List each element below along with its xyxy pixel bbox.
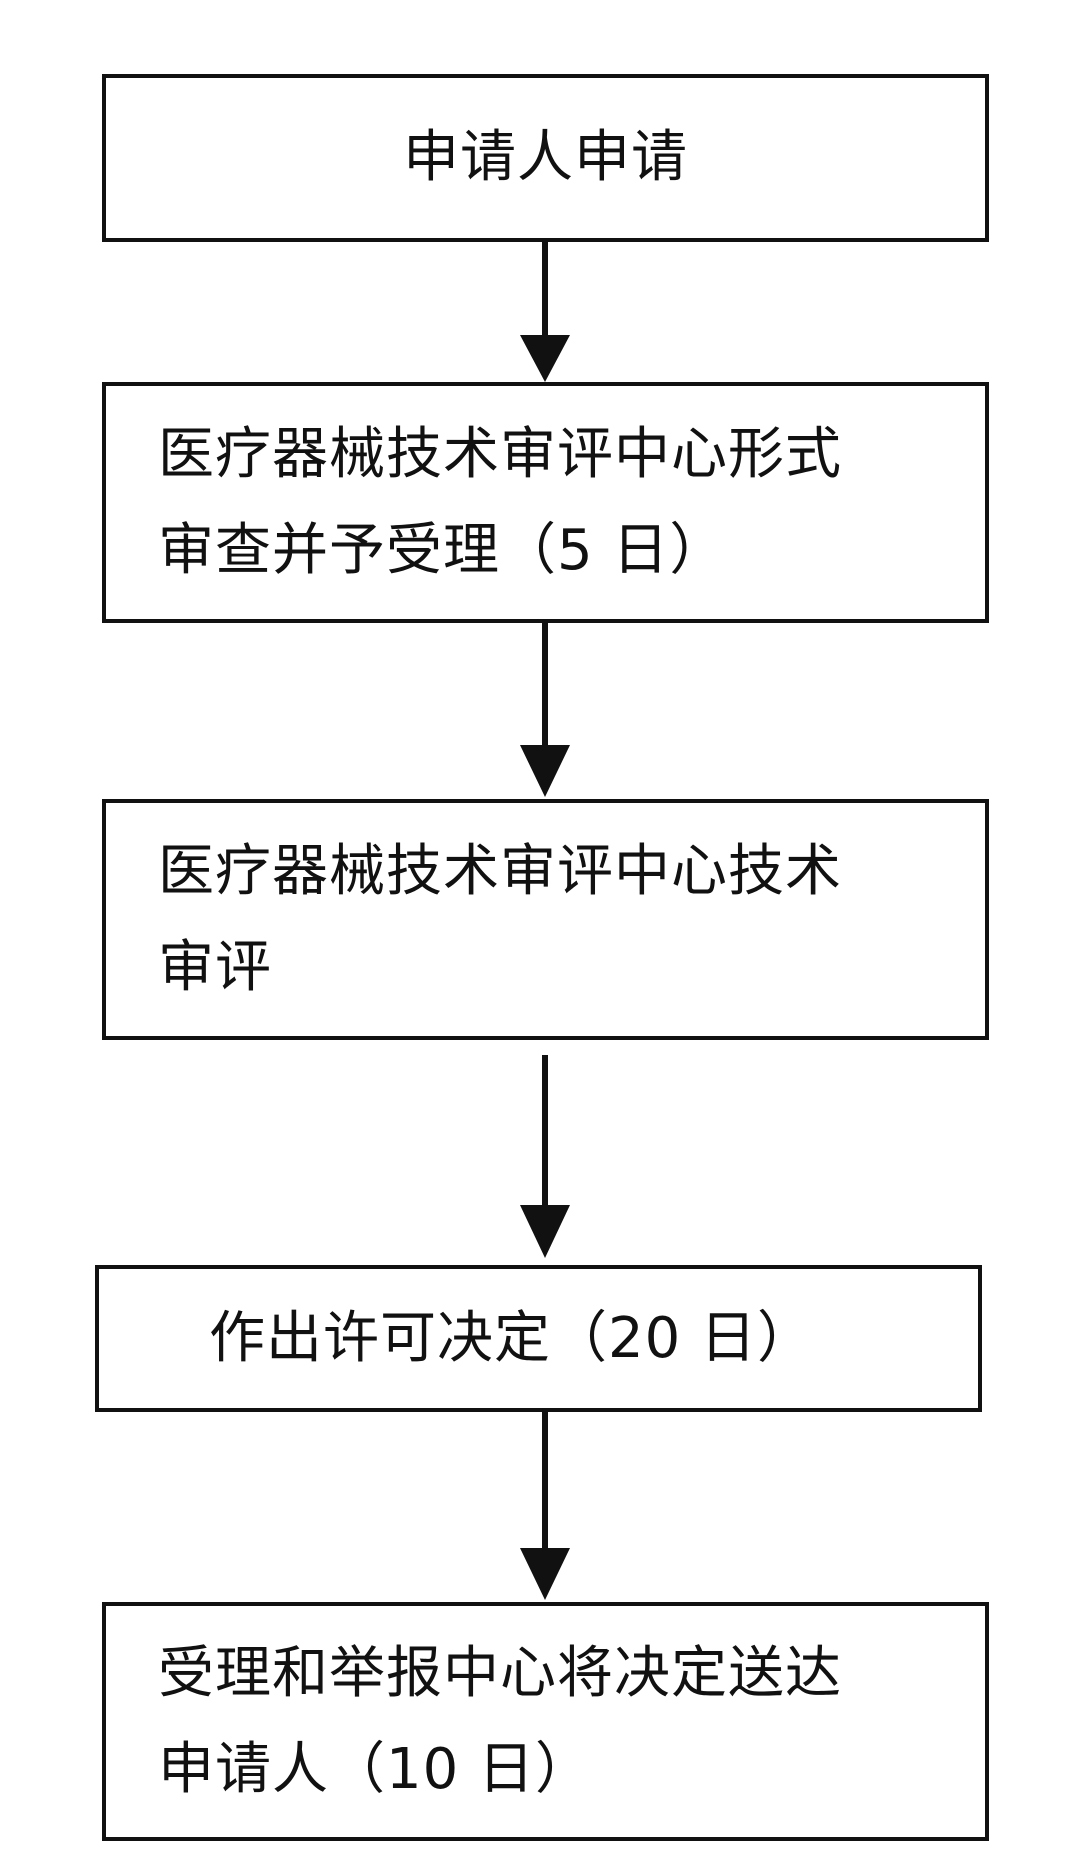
arrow-3-head (520, 1205, 570, 1258)
step-apply-label: 申请人申请 (403, 125, 688, 190)
arrow-4 (520, 1412, 570, 1600)
step-apply-box: 申请人申请 (102, 74, 989, 242)
step-formal-review-box: 医疗器械技术审评中心形式 审查并予受理（5 日） (102, 382, 989, 623)
arrow-4-head (520, 1548, 570, 1600)
step-formal-review-label: 医疗器械技术审评中心形式 审查并予受理（5 日） (158, 421, 842, 583)
step-decision-label: 作出许可决定（20 日） (209, 1305, 815, 1371)
arrow-3 (520, 1055, 570, 1258)
step-delivery-label: 受理和举报中心将决定送达 申请人（10 日） (158, 1640, 842, 1802)
arrow-1 (520, 242, 570, 382)
step-technical-review-box: 医疗器械技术审评中心技术 审评 (102, 799, 989, 1040)
step-technical-review-label: 医疗器械技术审评中心技术 审评 (158, 838, 842, 1000)
step-decision-box: 作出许可决定（20 日） (95, 1265, 982, 1412)
step-delivery-box: 受理和举报中心将决定送达 申请人（10 日） (102, 1602, 989, 1841)
arrow-1-head (520, 335, 570, 382)
arrow-2 (520, 623, 570, 797)
arrow-2-head (520, 745, 570, 797)
